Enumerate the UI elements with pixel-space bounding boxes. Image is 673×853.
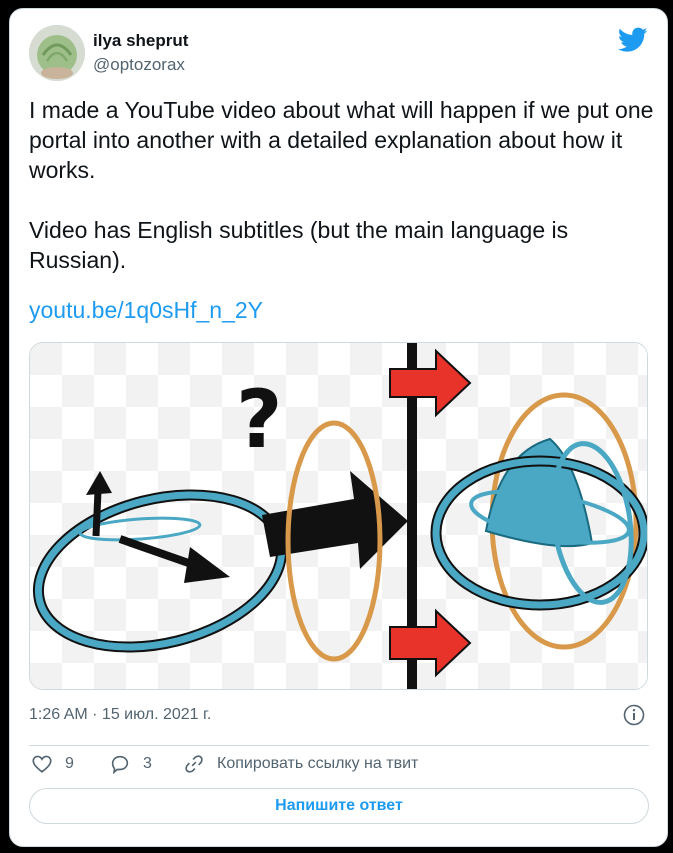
- tweet-media-image[interactable]: ?: [29, 342, 648, 690]
- reply-count-button[interactable]: 3: [109, 752, 152, 776]
- video-link[interactable]: youtu.be/1q0sHf_n_2Y: [29, 297, 264, 323]
- like-count: 9: [65, 755, 74, 772]
- avatar-cabbage-image: [29, 25, 85, 81]
- info-icon[interactable]: [622, 703, 646, 727]
- divider: [29, 745, 649, 746]
- wall-line: [407, 343, 417, 689]
- reply-bubble-icon: [111, 755, 129, 775]
- orange-portal-left: [285, 420, 383, 662]
- link-icon: [185, 755, 203, 773]
- copy-link-button[interactable]: Копировать ссылку на твит: [183, 752, 418, 776]
- like-button[interactable]: 9: [31, 752, 74, 776]
- copy-link-label: Копировать ссылку на твит: [217, 755, 419, 772]
- blue-portal-left: [32, 471, 288, 653]
- portal-assembly-right: [430, 392, 647, 650]
- portal-illustration: ?: [30, 343, 647, 689]
- avatar[interactable]: [29, 25, 85, 81]
- red-arrow-top: [389, 348, 472, 418]
- black-arrow: [262, 471, 408, 569]
- heart-icon: [32, 755, 52, 773]
- tweet-card: ilya sheprut @optozorax I made a YouTube…: [9, 8, 668, 847]
- red-arrow-bottom: [389, 608, 472, 678]
- author-name[interactable]: ilya sheprut: [93, 31, 189, 50]
- reply-count: 3: [143, 755, 152, 772]
- twitter-bird-icon[interactable]: [618, 27, 648, 53]
- tweet-timestamp[interactable]: 1:26 AM · 15 июл. 2021 г.: [29, 706, 212, 723]
- author-handle[interactable]: @optozorax: [93, 55, 185, 74]
- reply-button[interactable]: Напишите ответ: [29, 788, 649, 824]
- tweet-text: I made a YouTube video about what will h…: [29, 97, 654, 273]
- question-mark: ?: [236, 373, 282, 466]
